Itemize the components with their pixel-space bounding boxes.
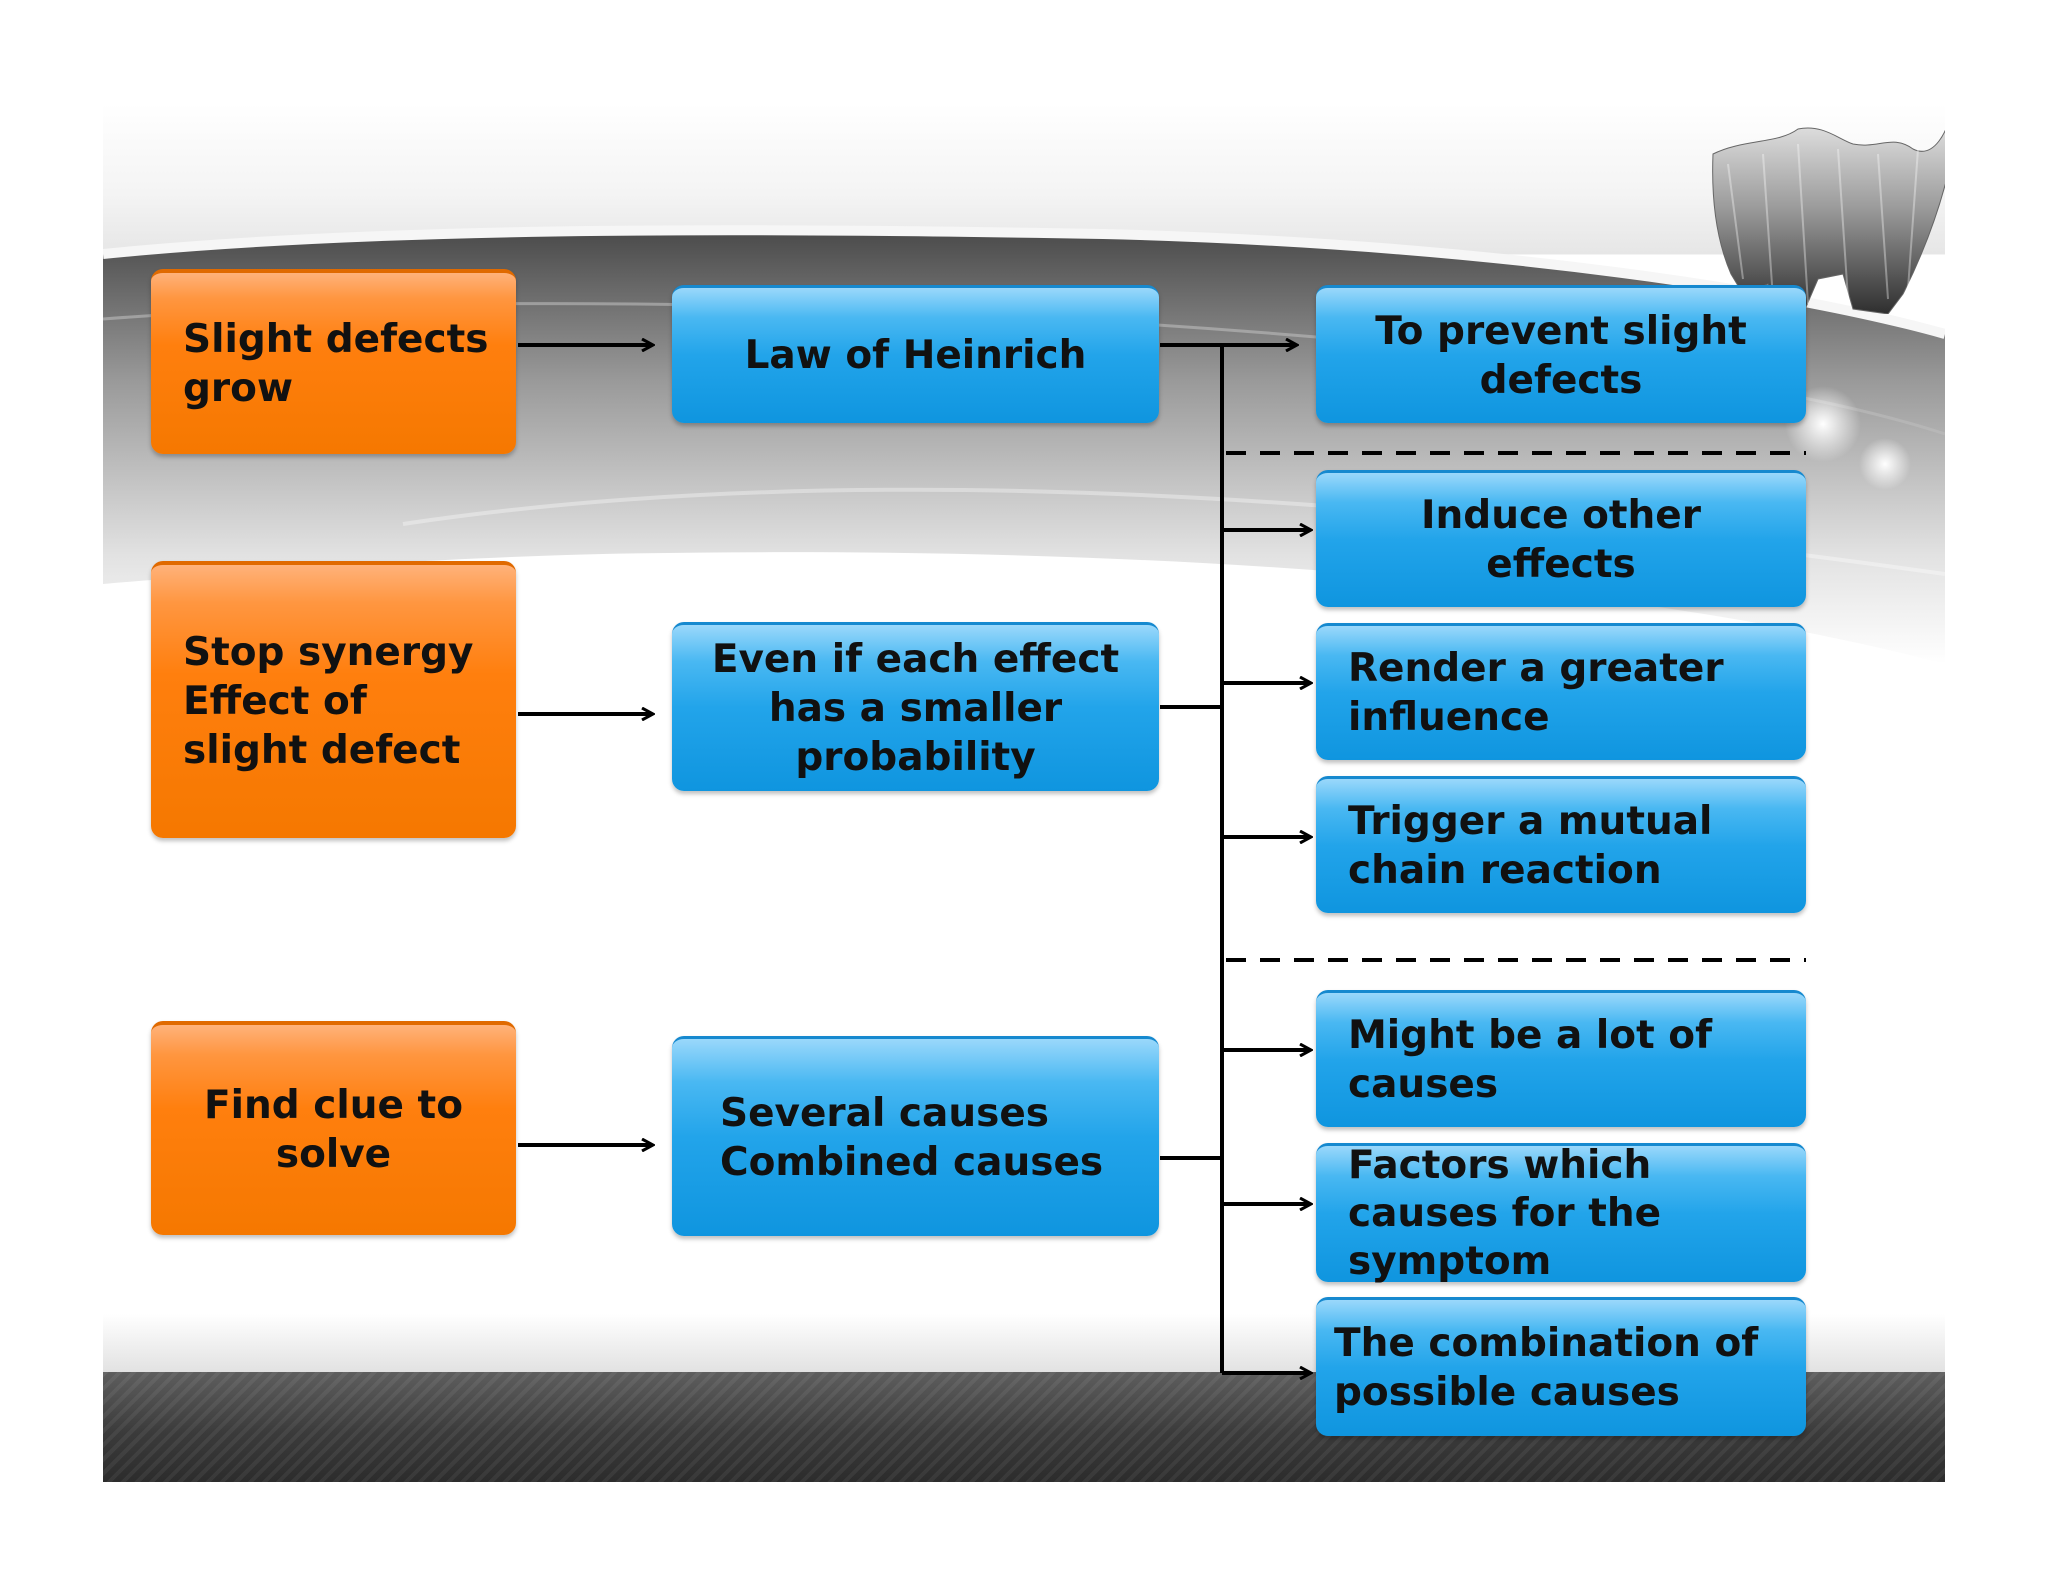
concept-box-smaller-probability: Even if each effect has a smaller probab… xyxy=(672,622,1159,791)
concept-line-3: Several causes Combined causes xyxy=(720,1090,1104,1185)
outcome-line-3: Render a greater influence xyxy=(1348,646,1724,740)
concept-box-several-causes: Several causes Combined causes xyxy=(672,1036,1159,1236)
outcome-line-4: Trigger a mutual chain reaction xyxy=(1348,799,1713,893)
cause-line-2: Stop synergy Effect of slight defect xyxy=(183,630,474,773)
outcome-box-prevent-slight-defects: To prevent slight defects xyxy=(1316,285,1806,423)
cause-line-3: Find clue to solve xyxy=(204,1083,463,1177)
outcome-box-lot-of-causes: Might be a lot of causes xyxy=(1316,990,1806,1127)
concept-box-law-of-heinrich: Law of Heinrich xyxy=(672,285,1159,423)
cause-box-stop-synergy: Stop synergy Effect of slight defect xyxy=(151,561,516,838)
concept-line-2: Even if each effect has a smaller probab… xyxy=(711,636,1120,780)
concept-line-1: Law of Heinrich xyxy=(744,333,1087,378)
cause-line-1: Slight defects grow xyxy=(183,316,489,411)
outcome-box-greater-influence: Render a greater influence xyxy=(1316,623,1806,760)
outcome-line-5: Might be a lot of causes xyxy=(1348,1013,1713,1107)
outcome-box-induce-other-effects: Induce other effects xyxy=(1316,470,1806,607)
outcome-box-chain-reaction: Trigger a mutual chain reaction xyxy=(1316,776,1806,913)
outcome-line-1: To prevent slight defects xyxy=(1375,308,1747,403)
cause-box-find-clue: Find clue to solve xyxy=(151,1021,516,1235)
outcome-line-6: Factors which causes for the symptom xyxy=(1348,1143,1662,1284)
outcome-box-combination-causes: The combination of possible causes xyxy=(1316,1297,1806,1436)
outcome-line-7: The combination of possible causes xyxy=(1334,1321,1759,1415)
outcome-line-2: Induce other effects xyxy=(1421,493,1701,587)
cause-box-slight-defects-grow: Slight defects grow xyxy=(151,269,516,454)
outcome-box-factors-symptom: Factors which causes for the symptom xyxy=(1316,1143,1806,1284)
world-map-3d-icon xyxy=(1712,127,1945,314)
